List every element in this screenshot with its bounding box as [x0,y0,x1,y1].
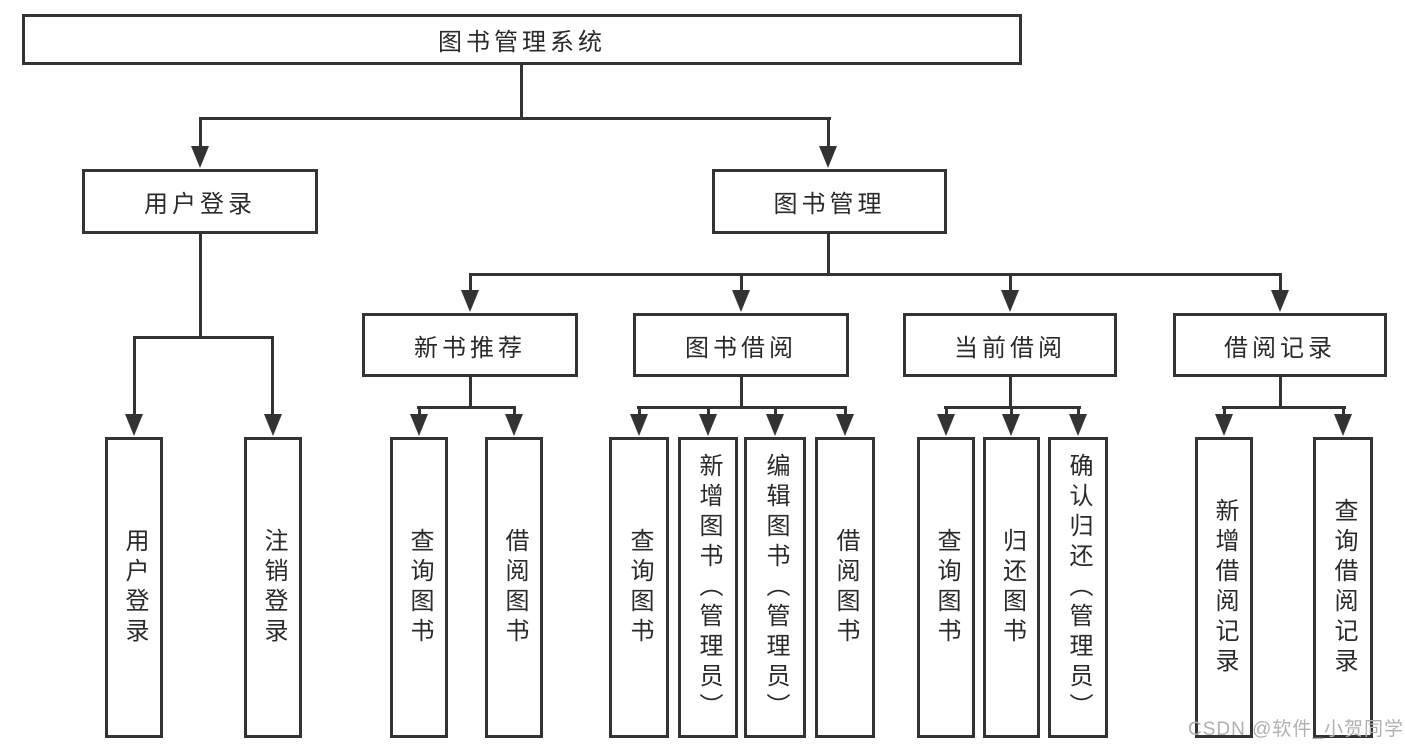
leaf-label: 新增借阅记录 [1211,497,1238,678]
connector-line [1279,377,1282,409]
leaf-label: 借阅图书 [501,527,528,648]
leaf-query-books-borrow: 查询图书 [609,437,669,738]
arrow-down-icon [1334,414,1352,436]
leaf-label: 查询图书 [406,527,433,648]
leaf-label: 确认归还（管理员） [1065,452,1092,723]
arrow-down-icon [1001,290,1019,312]
leaf-borrow-books-recommend: 借阅图书 [485,437,543,738]
connector-line [1342,406,1345,418]
connector-line [199,117,831,120]
node-label: 图书管理系统 [438,29,606,56]
node-label: 借阅记录 [1224,334,1336,362]
node-borrowing-records: 借阅记录 [1173,313,1387,377]
node-label: 新书推荐 [414,334,526,362]
leaf-label: 注销登录 [260,527,287,648]
arrow-down-icon [191,146,209,168]
watermark: CSDN @软件_小贺同学 [1188,714,1404,741]
node-label: 用户登录 [144,191,256,218]
connector-line [199,117,202,148]
arrow-down-icon [766,414,784,436]
leaf-label: 归还图书 [998,527,1026,648]
node-book-management: 图书管理 [712,169,947,234]
connector-line [469,377,472,409]
arrow-down-icon [1215,414,1233,436]
arrow-down-icon [1002,414,1020,436]
connector-line [638,406,641,418]
leaf-label: 查询图书 [626,527,653,648]
connector-line [513,406,516,418]
node-current-borrowing: 当前借阅 [903,313,1117,377]
connector-line [827,117,830,148]
leaf-user-login: 用户登录 [105,437,163,738]
connector-line [271,336,274,417]
node-label: 图书管理 [773,191,886,218]
connector-line [707,406,710,418]
node-user-login: 用户登录 [82,169,318,234]
arrow-down-icon [1271,290,1289,312]
leaf-add-book-admin: 新增图书（管理员） [678,437,738,738]
connector-line [844,406,847,418]
arrow-down-icon [125,414,143,436]
arrow-down-icon [1069,414,1087,436]
leaf-return-book: 归还图书 [983,437,1040,738]
leaf-label: 新增图书（管理员） [695,452,722,723]
arrow-down-icon [505,414,523,436]
connector-line [1009,377,1012,409]
node-label: 当前借阅 [954,334,1066,362]
connector-line [740,377,743,409]
leaf-label: 编辑图书（管理员） [762,452,789,723]
arrow-down-icon [630,414,648,436]
leaf-label: 查询借阅记录 [1330,497,1357,678]
arrow-down-icon [699,414,717,436]
connector-line [199,234,202,339]
arrow-down-icon [264,414,282,436]
connector-line [469,273,1282,276]
arrow-down-icon [836,414,854,436]
connector-line [520,64,523,119]
connector-line [418,406,421,418]
connector-line [1222,406,1346,409]
connector-line [774,406,777,418]
connector-line [1010,406,1013,418]
leaf-label: 用户登录 [121,527,148,648]
arrow-down-icon [410,414,428,436]
node-book-borrowing: 图书借阅 [633,313,849,377]
leaf-query-books-recommend: 查询图书 [390,437,448,738]
leaf-logout: 注销登录 [244,437,302,738]
connector-line [469,273,472,293]
leaf-confirm-return-admin: 确认归还（管理员） [1048,437,1108,738]
connector-line [827,234,830,276]
connector-line [417,406,516,409]
leaf-query-borrow-record: 查询借阅记录 [1313,437,1373,738]
leaf-edit-book-admin: 编辑图书（管理员） [744,437,806,738]
node-library-management-system: 图书管理系统 [22,14,1022,65]
connector-line [1223,406,1226,418]
connector-line [1077,406,1080,418]
node-label: 图书借阅 [685,334,797,362]
arrow-down-icon [937,414,955,436]
leaf-query-books-current: 查询图书 [917,437,975,738]
leaf-label: 借阅图书 [832,527,859,648]
arrow-down-icon [461,290,479,312]
node-new-book-recommend: 新书推荐 [362,313,578,377]
connector-line [740,273,743,293]
arrow-down-icon [819,146,837,168]
connector-line [133,336,136,417]
leaf-label: 查询图书 [933,527,960,648]
leaf-borrow-books-borrow: 借阅图书 [815,437,875,738]
watermark-text: CSDN @软件_小贺同学 [1188,719,1404,740]
connector-line [1009,273,1012,293]
connector-line [637,406,847,409]
leaf-add-borrow-record: 新增借阅记录 [1195,437,1253,738]
connector-line [945,406,948,418]
arrow-down-icon [732,290,750,312]
connector-line [1279,273,1282,293]
connector-line [133,336,274,339]
